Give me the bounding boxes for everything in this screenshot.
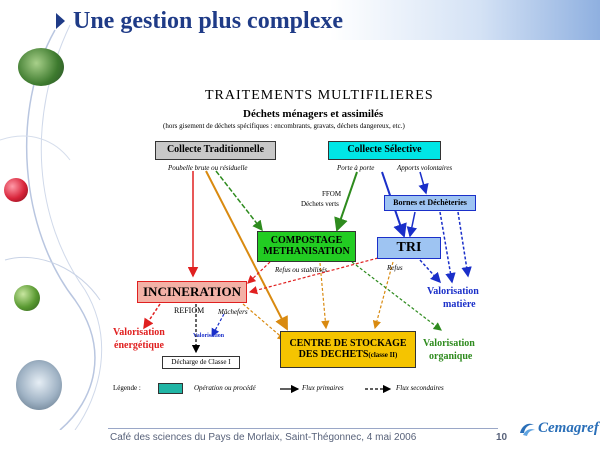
flow-compostage-stockage <box>319 262 330 330</box>
flow-machefers-valorisation <box>211 313 225 338</box>
box-collecte-traditionnelle: Collecte Traditionnelle <box>155 141 276 160</box>
flow-bornes-valo-organique <box>457 211 472 278</box>
title-bullet-icon <box>56 13 65 29</box>
flow-compostage-valo-organique <box>351 261 442 331</box>
stockage-line2-text: DES DECHETS <box>298 348 369 360</box>
label-refiom: REFIOM <box>174 306 205 315</box>
label-valo-matiere-2: matière <box>443 299 476 310</box>
left-decoration <box>0 24 103 430</box>
compostage-line2: METHANISATION <box>263 245 350 257</box>
flow-selective-compostage <box>334 171 358 232</box>
compostage-line1: COMPOSTAGE <box>270 235 343 246</box>
flow-tri-stockage <box>372 261 394 330</box>
label-dechets-verts: Déchets verts <box>301 200 339 208</box>
box-centre-stockage: CENTRE DE STOCKAGE DES DECHETS(classe II… <box>280 331 416 368</box>
cemagref-logo-icon <box>520 423 535 436</box>
flow-collecte-compostage <box>215 170 263 232</box>
cemagref-logo-text: Cemagref <box>538 420 599 436</box>
box-bornes-decheteries: Bornes et Déchèteries <box>384 195 476 211</box>
box-collecte-selective: Collecte Sélective <box>328 141 441 160</box>
page-number: 10 <box>496 432 508 443</box>
diagram-note: (hors gisement de déchets spécifiques : … <box>163 122 405 130</box>
header-band <box>0 0 600 40</box>
label-valorisation-small: Valorisation <box>193 333 225 339</box>
label-valo-organique-2: organique <box>429 351 473 362</box>
flow-collecte-stockage <box>205 170 288 331</box>
label-valo-organique-1: Valorisation <box>423 338 475 349</box>
cemagref-logo: Cemagref <box>518 420 599 437</box>
legend-operation: Opération ou procédé <box>194 384 256 392</box>
label-apports: Apports volontaires <box>397 164 453 172</box>
flow-tri-incineration <box>248 257 379 295</box>
box-tri: TRI <box>377 237 441 259</box>
legend-primary: Flux primaires <box>302 384 344 392</box>
stockage-line3: (classe II) <box>368 350 398 359</box>
label-valo-energetique-1: Valorisation <box>113 327 165 338</box>
footer-divider <box>108 428 498 429</box>
footer-text: Café des sciences du Pays de Morlaix, Sa… <box>110 432 417 443</box>
flow-incineration-stockage <box>242 303 286 341</box>
label-machefers: Mâchefers <box>218 308 248 316</box>
flow-bornes-tri <box>406 211 417 238</box>
flow-compostage-incineration <box>247 261 271 284</box>
stockage-line1: CENTRE DE STOCKAGE <box>289 338 407 349</box>
label-valo-matiere-1: Valorisation <box>427 286 479 297</box>
label-poubelle: Poubelle brute ou résiduelle <box>168 164 248 172</box>
label-refus-stabilises: Refus ou stabilisés <box>275 266 328 274</box>
stockage-line2: DES DECHETS(classe II) <box>298 348 398 361</box>
red-sphere-icon <box>4 178 28 202</box>
box-incineration: INCINERATION <box>137 281 247 303</box>
legend-secondary: Flux secondaires <box>396 384 444 392</box>
label-valo-energetique-2: énergétique <box>114 340 164 351</box>
legend-box-sample <box>158 383 183 394</box>
box-decharge-classe-1: Décharge de Classe I <box>162 356 240 369</box>
flow-apports-bornes <box>418 171 429 195</box>
label-porte-a-porte: Porte à porte <box>337 164 375 172</box>
flow-bornes-valo-matiere <box>439 211 456 284</box>
diagram-subheading: Déchets ménagers et assimilés <box>243 108 384 120</box>
title-bar: Une gestion plus complexe <box>56 5 343 37</box>
flow-incineration-valo-energetique <box>143 303 161 330</box>
photo-river-image <box>18 48 64 86</box>
label-ffom: FFOM <box>322 190 342 198</box>
flow-tri-valo-matiere <box>419 259 442 284</box>
green-sphere-icon <box>14 285 40 311</box>
label-refus: Refus <box>387 264 403 272</box>
box-compostage: COMPOSTAGE METHANISATION <box>257 231 356 262</box>
photo-lab-image <box>16 360 62 410</box>
diagram-heading: TRAITEMENTS MULTIFILIERES <box>205 88 434 103</box>
slide-title: Une gestion plus complexe <box>73 7 343 34</box>
legend-title: Légende : <box>113 384 141 392</box>
